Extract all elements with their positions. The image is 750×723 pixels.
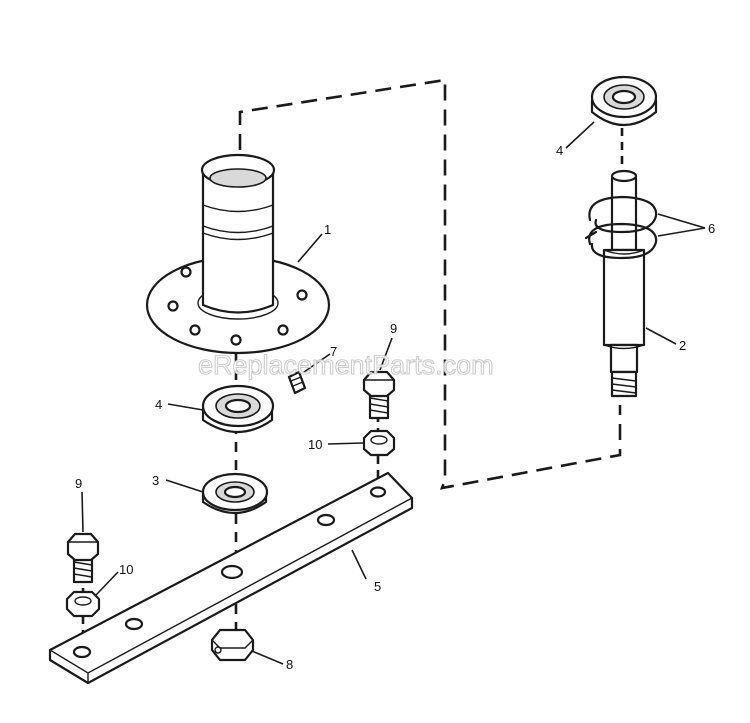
- spindle-housing: [145, 153, 331, 355]
- callout-10-right: 10: [308, 437, 322, 452]
- leader-lines: [81, 121, 706, 665]
- callout-2: 2: [679, 338, 686, 353]
- callout-9-left: 9: [75, 476, 82, 491]
- spindle-shaft: [602, 169, 646, 398]
- callout-9-right: 9: [390, 321, 397, 336]
- bearing-lower: [201, 384, 275, 433]
- hex-nut-left: [65, 590, 101, 618]
- hex-nut-bottom: [210, 628, 255, 662]
- seal-washer: [201, 472, 269, 514]
- callout-5: 5: [374, 579, 381, 594]
- callout-6: 6: [708, 221, 715, 236]
- assembly-path-dashed: [238, 78, 622, 490]
- mounting-bar: [48, 471, 414, 685]
- retaining-rings: [584, 195, 658, 260]
- bolt-left: [66, 532, 100, 584]
- callout-8: 8: [286, 657, 293, 672]
- bolt-right: [362, 370, 396, 420]
- callout-4-lower: 4: [155, 397, 162, 412]
- grease-fitting: [287, 370, 307, 395]
- watermark-text: eReplacementParts.com: [198, 350, 494, 380]
- callout-1: 1: [324, 222, 331, 237]
- callout-10-left: 10: [119, 562, 133, 577]
- callout-3: 3: [152, 473, 159, 488]
- callout-4-upper: 4: [556, 143, 563, 158]
- callout-7: 7: [330, 344, 337, 359]
- bearing-upper: [590, 75, 658, 126]
- hex-nut-right: [362, 429, 396, 457]
